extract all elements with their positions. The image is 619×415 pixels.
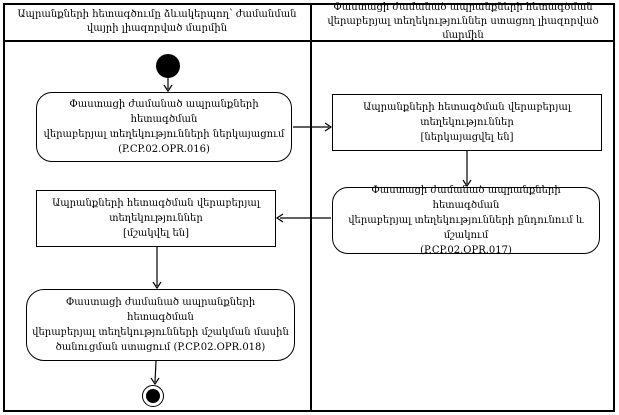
object-submitted-line-1: Ապրանքների հետագծման վերաբերյալ — [363, 102, 571, 113]
object-submitted-line-2: տեղեկություններ — [420, 117, 514, 128]
swimlane-divider — [310, 3, 312, 412]
activity-opr017-line-1: Փաստացի ժամանած ապրանքների հետագծման — [371, 185, 561, 211]
initial-node — [156, 54, 180, 78]
lane-header-left: Ապրանքների հետագծումը ձևակերպող՝ ժամանմա… — [17, 9, 297, 34]
activity-opr016-code: (P.CP.02.OPR.016) — [118, 144, 210, 155]
object-submitted-state: [ներկայացվել են] — [420, 132, 514, 143]
lane-header-underline — [3, 40, 615, 42]
activity-opr017-line-3: մշակում — [443, 230, 489, 241]
activity-node-opr017: Փաստացի ժամանած ապրանքների հետագծման վեր… — [332, 185, 600, 256]
diagram-frame — [3, 3, 615, 412]
activity-opr018-line-2: վերաբերյալ տեղեկությունների մշակման մասի… — [32, 327, 289, 338]
activity-node-opr016: Փաստացի ժամանած ապրանքների հետագծման վեր… — [36, 92, 292, 162]
activity-opr018-line-1: Փաստացի ժամանած ապրանքների հետագծման — [65, 297, 256, 323]
object-processed-line-1: Ապրանքների հետագծման վերաբերյալ — [52, 198, 260, 209]
object-node-processed: Ապրանքների հետագծման վերաբերյալ տեղեկութ… — [36, 190, 276, 247]
final-node — [142, 385, 164, 407]
activity-node-opr018: Փաստացի ժամանած ապրանքների հետագծման վեր… — [26, 289, 295, 361]
activity-opr017-line-2: վերաբերյալ տեղեկությունների ընդունում և — [348, 215, 584, 226]
final-node-dot — [146, 389, 160, 403]
activity-opr018-line-3: ծանուցման ստացում (P.CP.02.OPR.018) — [55, 342, 266, 353]
lane-header-right: Փաստացի ժամանած ապրանքների հետագծման վեր… — [327, 2, 599, 41]
activity-opr017-code: (P.CP.02.OPR.017) — [420, 245, 512, 256]
object-processed-state: [մշակվել են] — [122, 228, 190, 239]
object-processed-line-2: տեղեկություններ — [109, 213, 203, 224]
object-node-submitted: Ապրանքների հետագծման վերաբերյալ տեղեկութ… — [332, 94, 602, 151]
activity-opr016-line-2: վերաբերյալ տեղեկությունների ներկայացում — [43, 129, 285, 140]
activity-opr016-line-1: Փաստացի ժամանած ապրանքների հետագծման — [69, 99, 259, 125]
